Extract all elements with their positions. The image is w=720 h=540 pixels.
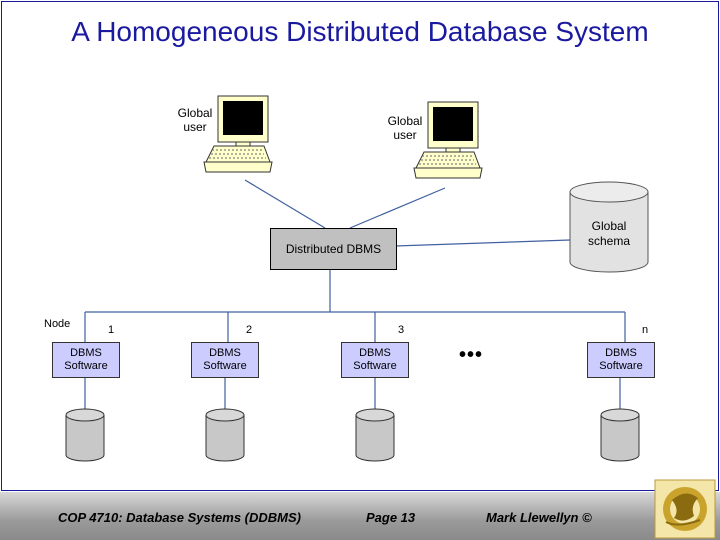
node3-dbms-label: DBMS Software — [353, 347, 397, 372]
node-label: Node — [44, 318, 71, 330]
node1-dbms-label: DBMS Software — [64, 347, 108, 372]
distributed-dbms-box: Distributed DBMS — [270, 228, 397, 270]
node2-dbms-label: DBMS Software — [203, 347, 247, 372]
schema-connector — [394, 239, 571, 247]
node1-dbms-box: DBMS Software — [52, 342, 120, 378]
distributed-dbms-label: Distributed DBMS — [285, 242, 382, 256]
ellipsis: ••• — [458, 344, 483, 366]
user2-computer-icon — [413, 101, 483, 179]
slide-title: A Homogeneous Distributed Database Syste… — [71, 16, 649, 47]
global-schema-cylinder — [569, 181, 649, 273]
slide-frame — [1, 1, 719, 491]
footer-author: Mark Llewellyn © — [486, 510, 592, 525]
user1-computer-icon — [203, 95, 273, 173]
noden-number: n — [641, 324, 649, 336]
noden-dbms-label: DBMS Software — [599, 347, 643, 372]
noden-disk-icon — [600, 408, 640, 462]
node3-disk-icon — [355, 408, 395, 462]
node2-disk-icon — [205, 408, 245, 462]
footer-bar — [0, 492, 720, 540]
user1-connector — [244, 179, 326, 229]
footer-page: Page 13 — [366, 510, 416, 525]
node1-number: 1 — [107, 324, 115, 336]
user2-label: Global user — [387, 114, 423, 142]
user1-label: Global user — [177, 106, 213, 134]
node2-number: 2 — [245, 324, 253, 336]
pegasus-logo-icon — [654, 479, 716, 539]
node3-number: 3 — [397, 324, 405, 336]
node3-dbms-box: DBMS Software — [341, 342, 409, 378]
footer-course: COP 4710: Database Systems (DDBMS) — [58, 510, 301, 525]
node1-disk-icon — [65, 408, 105, 462]
user2-connector — [349, 187, 446, 229]
noden-dbms-box: DBMS Software — [587, 342, 655, 378]
node2-dbms-box: DBMS Software — [191, 342, 259, 378]
global-schema-label: Global schema — [587, 219, 631, 248]
